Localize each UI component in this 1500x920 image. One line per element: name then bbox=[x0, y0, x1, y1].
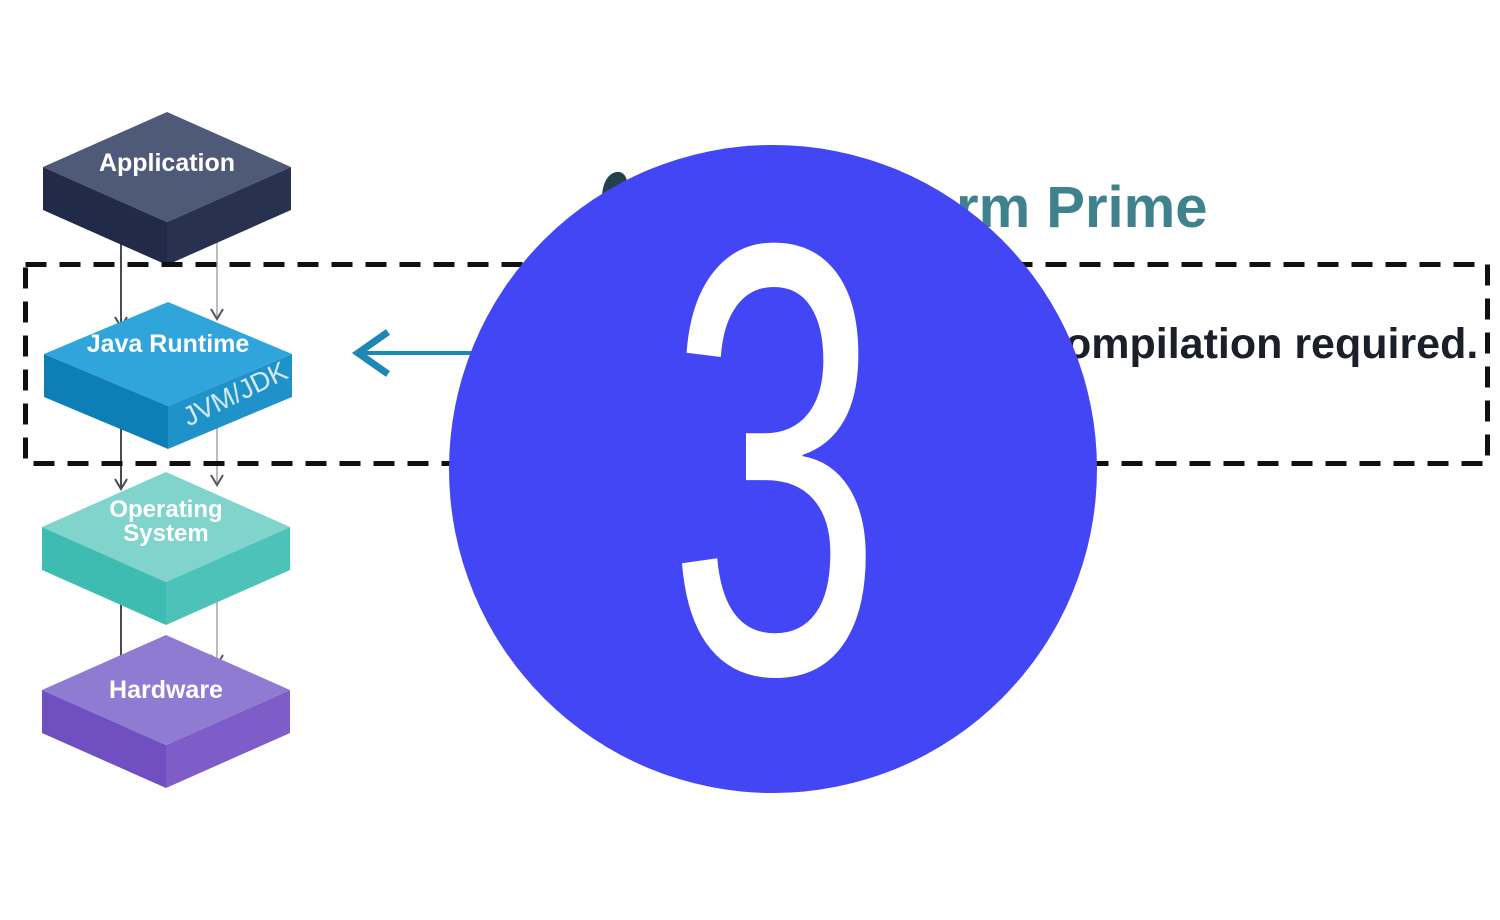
application-label: Application bbox=[99, 149, 235, 177]
hardware-label: Hardware bbox=[109, 676, 223, 704]
down-arrowhead-icon bbox=[114, 478, 128, 491]
application-layer: Application bbox=[43, 112, 291, 265]
application-right-face bbox=[167, 167, 291, 265]
badge-number: 3 bbox=[667, 116, 882, 803]
java-runtime-layer: Java Runtime JVM/JDK bbox=[44, 302, 292, 449]
statement-text: ompilation required. bbox=[1065, 320, 1478, 368]
os-label-line1: Operating bbox=[109, 496, 222, 523]
os-right-face bbox=[166, 527, 290, 625]
left-arrowhead-icon bbox=[351, 329, 391, 377]
operating-system-layer: Operating System bbox=[42, 472, 290, 625]
page-title: rm Prime bbox=[956, 175, 1207, 240]
os-left-face bbox=[42, 527, 166, 625]
application-left-face bbox=[43, 167, 167, 265]
java-runtime-top-face bbox=[44, 302, 292, 406]
java-runtime-label: Java Runtime bbox=[87, 330, 250, 358]
badge-circle bbox=[449, 145, 1097, 793]
hardware-right-face bbox=[166, 690, 290, 788]
hardware-top-face bbox=[42, 635, 290, 745]
pointer-arrow-left bbox=[351, 329, 475, 377]
down-arrowhead-icon bbox=[210, 308, 224, 321]
hardware-left-face bbox=[42, 690, 166, 788]
java-runtime-right-face bbox=[168, 354, 292, 449]
java-runtime-left-face bbox=[44, 354, 168, 449]
os-label-line2: System bbox=[123, 520, 208, 547]
down-arrowhead-icon bbox=[210, 474, 224, 487]
os-top-face bbox=[42, 472, 290, 582]
application-top-face bbox=[43, 112, 291, 222]
hardware-layer: Hardware bbox=[42, 635, 290, 788]
